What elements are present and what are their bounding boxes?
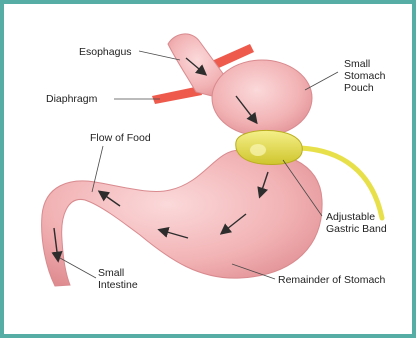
label-diaphragm: Diaphragm xyxy=(46,93,98,105)
label-esophagus: Esophagus xyxy=(79,46,132,58)
label-small-intestine-line2: Intestine xyxy=(98,279,138,291)
stomach-body xyxy=(42,150,322,286)
label-adjustable-gastric-band-line1: Adjustable xyxy=(326,211,375,223)
small-stomach-pouch xyxy=(212,60,312,136)
label-flow-of-food: Flow of Food xyxy=(90,132,151,144)
label-small-stomach-pouch-line2: Stomach xyxy=(344,70,386,82)
label-small-stomach-pouch-line1: Small xyxy=(344,58,370,70)
leader-line xyxy=(305,72,338,90)
label-adjustable-gastric-band-line2: Gastric Band xyxy=(326,223,387,235)
label-small-intestine-line1: Small xyxy=(98,267,124,279)
adjustable-gastric-band xyxy=(236,130,303,164)
label-remainder-of-stomach: Remainder of Stomach xyxy=(278,274,386,286)
label-small-stomach-pouch-line3: Pouch xyxy=(344,82,374,94)
band-highlight xyxy=(250,144,266,156)
